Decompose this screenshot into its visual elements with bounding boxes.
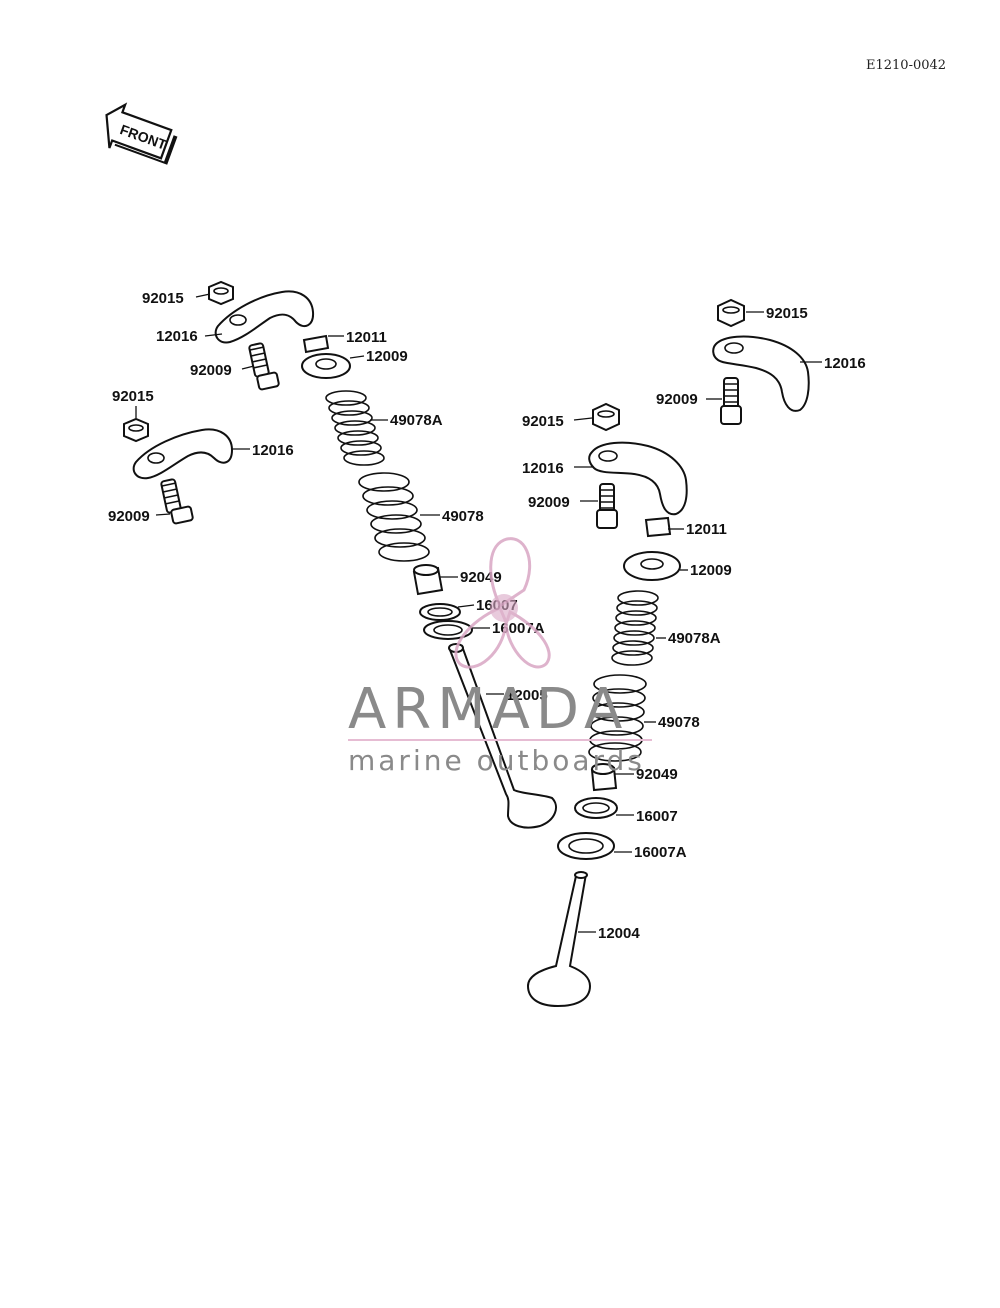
right-mid-adjust-screw <box>596 483 618 529</box>
label-right-valve: 12004 <box>598 925 640 942</box>
right-valve-stem-seal <box>590 763 618 792</box>
right-spring-seat <box>574 797 618 819</box>
label-left-valve: 12005 <box>506 687 548 704</box>
right-valve-cotter <box>644 516 672 538</box>
left-spring-seat <box>419 603 461 621</box>
right-top-rocker-nut <box>717 298 745 328</box>
left-inner-spring <box>325 390 385 466</box>
left-outer-spring <box>358 472 430 562</box>
label-left-lower-screw: 92009 <box>108 508 150 525</box>
right-top-adjust-screw <box>720 377 742 425</box>
label-right-seat: 16007 <box>636 808 678 825</box>
label-right-top-arm: 12016 <box>824 355 866 372</box>
left-lower-adjust-screw <box>160 478 194 525</box>
label-left-top-nut: 92015 <box>142 290 184 307</box>
propeller-logo-icon <box>454 537 551 669</box>
label-right-mid-arm: 12016 <box>522 460 564 477</box>
left-valve-cotter <box>302 334 330 354</box>
right-valve <box>526 871 592 1008</box>
label-left-top-screw: 92009 <box>190 362 232 379</box>
label-left-lower-nut: 92015 <box>112 388 154 405</box>
left-lower-rocker-arm <box>132 428 234 480</box>
label-right-top-screw: 92009 <box>656 391 698 408</box>
right-spring-retainer <box>623 551 681 581</box>
left-valve-stem-seal <box>412 564 444 596</box>
right-spring-seat-a <box>557 832 615 860</box>
left-top-rocker-arm <box>214 290 315 344</box>
label-left-cotter: 12011 <box>346 329 387 346</box>
leader-lines <box>135 293 822 933</box>
label-right-mid-nut: 92015 <box>522 413 564 430</box>
watermark-brand: ARMADA <box>348 677 628 742</box>
right-outer-spring <box>588 674 647 762</box>
right-top-rocker-arm <box>712 335 810 412</box>
left-top-adjust-screw <box>248 342 280 391</box>
left-spring-retainer <box>301 353 351 379</box>
label-right-retainer: 12009 <box>690 562 732 579</box>
label-left-top-arm: 12016 <box>156 328 198 345</box>
label-right-top-nut: 92015 <box>766 305 808 322</box>
label-left-lower-arm: 12016 <box>252 442 294 459</box>
label-right-seal: 92049 <box>636 766 678 783</box>
right-inner-spring <box>611 590 659 666</box>
label-right-inner-spring: 49078A <box>668 630 721 647</box>
left-lower-rocker-nut <box>123 417 149 443</box>
diagram-code: E1210-0042 <box>866 58 947 73</box>
label-left-outer-spring: 49078 <box>442 508 484 525</box>
right-mid-rocker-nut <box>592 402 620 432</box>
label-right-mid-screw: 92009 <box>528 494 570 511</box>
label-left-seat-a: 16007A <box>492 620 545 637</box>
label-left-retainer: 12009 <box>366 348 408 365</box>
label-right-seat-a: 16007A <box>634 844 687 861</box>
right-mid-rocker-arm <box>588 441 688 516</box>
label-right-outer-spring: 49078 <box>658 714 700 731</box>
front-arrow-icon: FRONT <box>105 102 178 165</box>
label-left-seal: 92049 <box>460 569 502 586</box>
watermark-tagline: marine outboards <box>348 744 645 777</box>
label-right-cotter: 12011 <box>686 521 727 538</box>
left-top-rocker-nut <box>208 280 234 306</box>
label-left-inner-spring: 49078A <box>390 412 443 429</box>
armada-watermark: ARMADA marine outboards <box>348 537 652 777</box>
left-spring-seat-a <box>423 620 473 640</box>
